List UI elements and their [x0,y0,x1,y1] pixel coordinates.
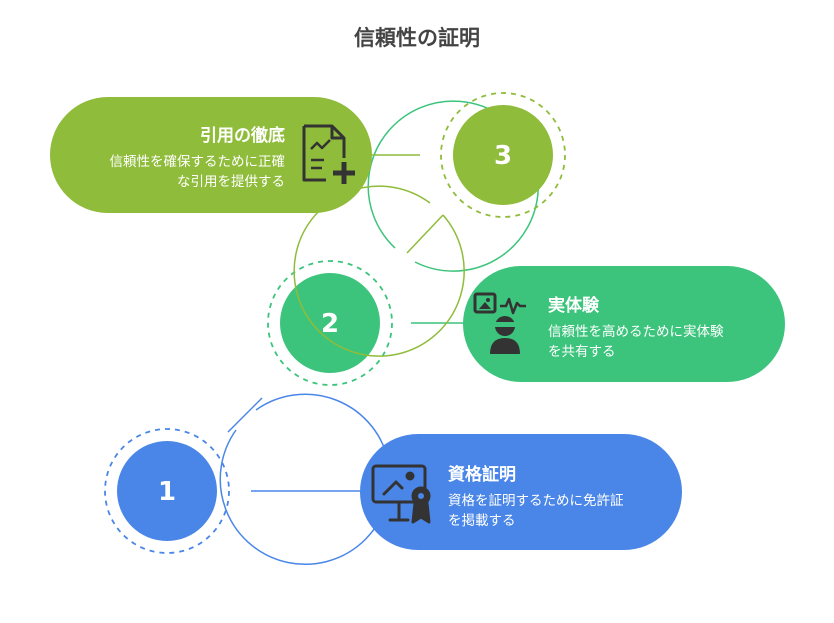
step-3-number: 3 [494,141,512,171]
step-2-description: 信頼性を高めるために実体験 を共有する [548,322,724,362]
step-3-title: 引用の徹底 [200,126,285,146]
step-2-circle [280,273,380,373]
step-1-number: 1 [158,477,176,507]
step-3-description: 信頼性を確保するために正確 な引用を提供する [70,152,286,192]
document-add-icon [302,124,355,184]
step-2-title: 実体験 [548,296,599,316]
step-3-dashed-ring [440,92,566,218]
connector-2-3 [406,214,444,254]
step-1-card [360,434,682,550]
step-2-card [463,266,785,382]
step-1-desc-line-1: 資格を証明するために免許証 [448,493,624,509]
step-1-title: 資格証明 [448,465,516,485]
step-3-outer-ring [293,185,465,357]
step-1-circle [117,441,217,541]
step-1-outer-ring [219,393,391,565]
step-1-dashed-ring [104,428,230,554]
certificate-monitor-icon [371,464,431,524]
step-3-desc-line-1: 信頼性を確保するために正確 [109,154,286,170]
person-image-pulse-icon [473,292,526,354]
step-3-card [50,97,372,213]
step-2-desc-line-2: を共有する [548,344,616,360]
step-2-dashed-ring [267,260,393,386]
step-3-circle [453,105,553,205]
step-1-description: 資格を証明するために免許証 を掲載する [448,491,624,531]
step-1-desc-line-2: を掲載する [448,513,516,529]
step-3-desc-line-2: な引用を提供する [177,174,285,190]
step-2-desc-line-1: 信頼性を高めるために実体験 [548,324,724,340]
connector-1-2 [227,397,263,433]
page-title: 信頼性の証明 [354,26,480,50]
step-2-number: 2 [321,309,339,339]
